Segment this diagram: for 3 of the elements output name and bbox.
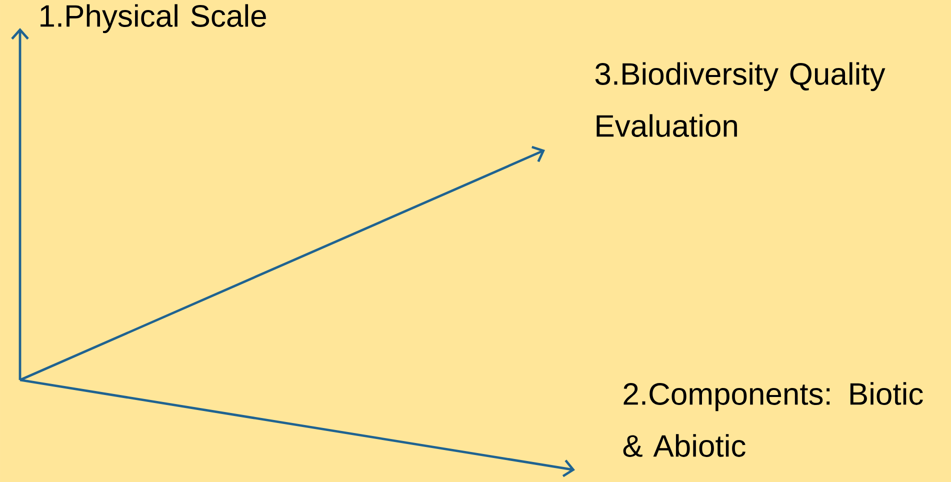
axis-label: 3.Biodiversity Quality Evaluation (595, 62, 886, 137)
axis-label: 2.Components: Biotic & Abiotic (623, 382, 923, 457)
axis-label: 1.Physical Scale (40, 4, 266, 34)
